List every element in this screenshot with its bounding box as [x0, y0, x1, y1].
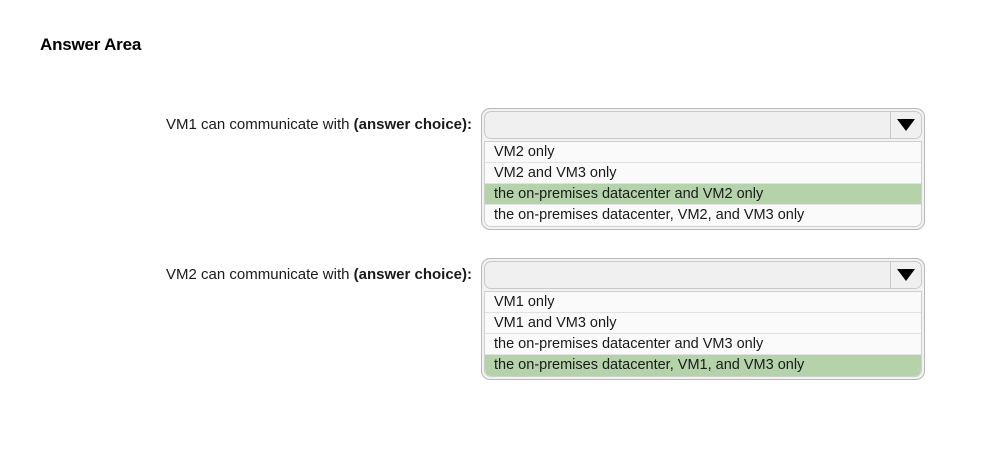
dropdown-selected-value	[485, 262, 890, 288]
dropdown-option[interactable]: the on-premises datacenter and VM3 only	[485, 334, 921, 355]
dropdown-option[interactable]: VM1 and VM3 only	[485, 313, 921, 334]
chevron-down-icon	[897, 119, 915, 131]
dropdown-option[interactable]: VM2 and VM3 only	[485, 163, 921, 184]
dropdown-option-list: VM2 only VM2 and VM3 only the on-premise…	[484, 141, 922, 227]
dropdown-toggle-button[interactable]	[890, 262, 921, 288]
answer-dropdown-vm1[interactable]: VM2 only VM2 and VM3 only the on-premise…	[481, 108, 925, 230]
question-label: VM1 can communicate with (answer choice)…	[166, 116, 472, 133]
question-label-lead: VM2 can communicate with	[166, 266, 354, 283]
question-label-emphasis: (answer choice):	[353, 266, 472, 283]
dropdown-option-list: VM1 only VM1 and VM3 only the on-premise…	[484, 291, 922, 377]
dropdown-option[interactable]: the on-premises datacenter, VM2, and VM3…	[485, 205, 921, 226]
dropdown-selected-value	[485, 112, 890, 138]
dropdown-option-selected[interactable]: the on-premises datacenter and VM2 only	[485, 184, 921, 205]
question-label-emphasis: (answer choice):	[353, 116, 472, 133]
dropdown-option[interactable]: VM2 only	[485, 142, 921, 163]
dropdown-option[interactable]: VM1 only	[485, 292, 921, 313]
dropdown-closed-box[interactable]	[484, 261, 922, 289]
dropdown-closed-box[interactable]	[484, 111, 922, 139]
page-title: Answer Area	[40, 35, 142, 54]
answer-dropdown-vm2[interactable]: VM1 only VM1 and VM3 only the on-premise…	[481, 258, 925, 380]
question-label: VM2 can communicate with (answer choice)…	[166, 266, 472, 283]
dropdown-toggle-button[interactable]	[890, 112, 921, 138]
question-label-lead: VM1 can communicate with	[166, 116, 354, 133]
dropdown-option-selected[interactable]: the on-premises datacenter, VM1, and VM3…	[485, 355, 921, 376]
chevron-down-icon	[897, 269, 915, 281]
